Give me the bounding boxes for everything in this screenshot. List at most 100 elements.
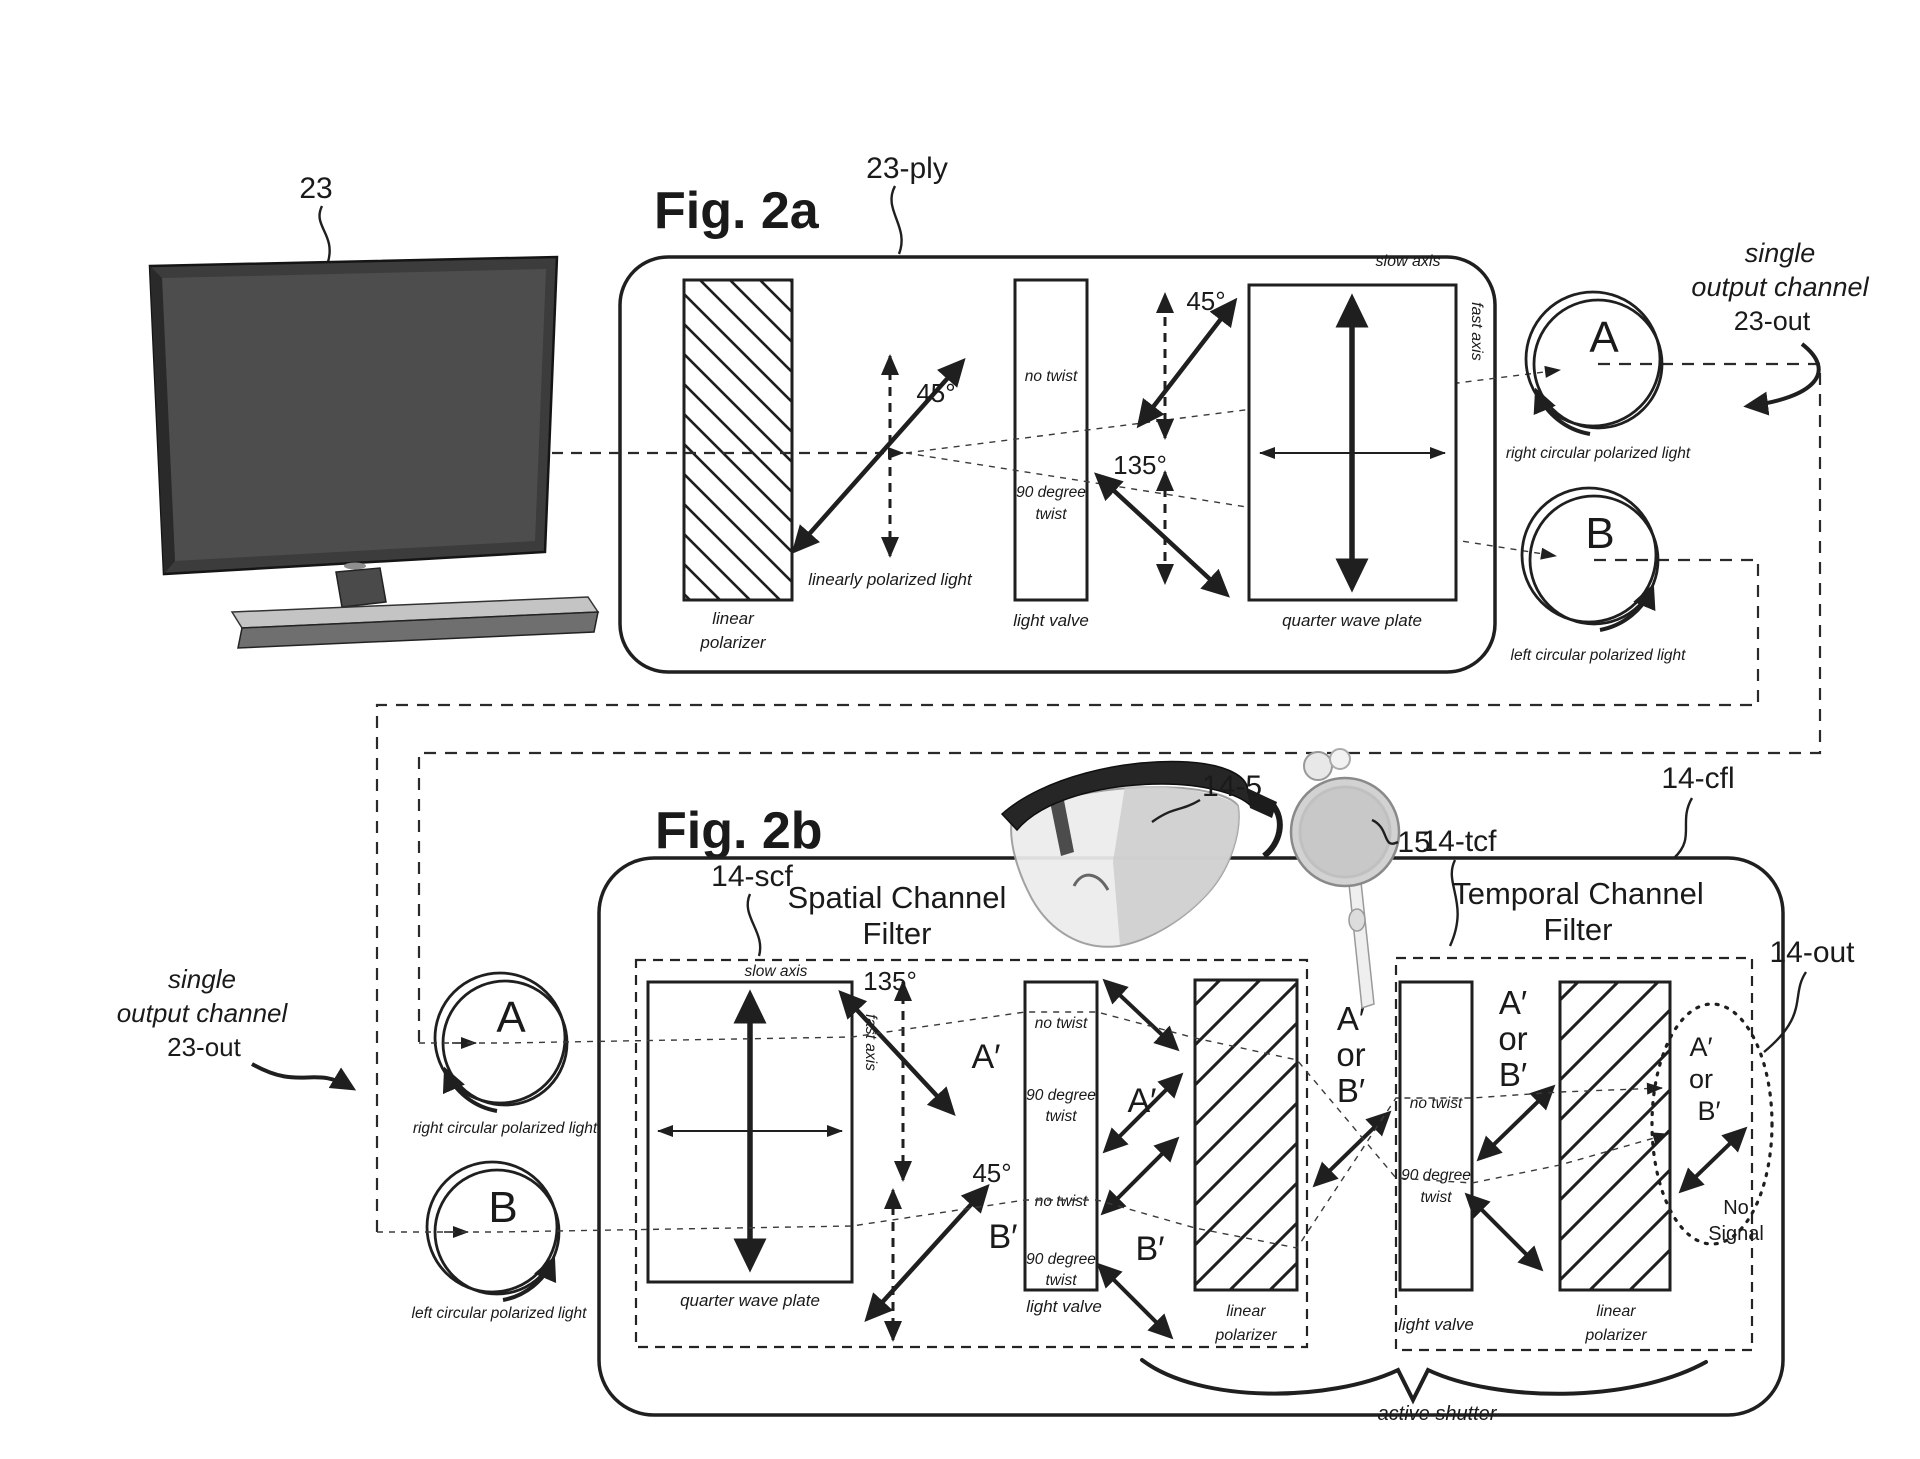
slv-label: light valve <box>1026 1297 1102 1316</box>
leader-23 <box>318 205 331 263</box>
output-channel-routing <box>375 362 1822 1232</box>
fig2a-diagonal-45-arrow-1 <box>791 357 966 555</box>
slp-label-2: polarizer <box>1214 1327 1277 1344</box>
fig2b-spatial-linear-polarizer <box>1193 978 1299 1292</box>
slv-90deg-2a: 90 degree <box>1026 1251 1096 1268</box>
circle-a-letter: A <box>1589 313 1619 362</box>
fig2b-angle-45-label: 45° <box>972 1158 1011 1188</box>
fig2b-angle-135-label: 135° <box>863 966 917 996</box>
slv-no-twist-2: no twist <box>1035 1193 1088 1210</box>
fig2b-b-prime-label-1: B′ <box>988 1218 1017 1256</box>
fig2a-linear-polarizer <box>682 278 794 602</box>
fig2b-temporal-linear-polarizer <box>1558 980 1672 1292</box>
temporal-filter-title-1: Temporal Channel <box>1452 876 1704 911</box>
spatial-filter-group <box>634 958 1309 1349</box>
circle-a2-caption: right circular polarized light <box>413 1120 598 1137</box>
fig2b-single-label: single <box>168 964 236 994</box>
figure-2b: Fig. 2b single output channel 23-out A r… <box>117 748 1855 1425</box>
circle-a2-letter: A <box>496 993 526 1042</box>
channel-b-route <box>375 558 1760 1232</box>
fig2b-a-prime-label-1: A′ <box>971 1038 1000 1076</box>
fig2a-23out-label: 23-out <box>1734 306 1811 336</box>
fig2a-lv-no-twist: no twist <box>1025 368 1078 385</box>
ref-label-14cfl: 14-cfl <box>1661 762 1734 795</box>
circle-b-inner <box>1520 486 1658 624</box>
tv-screen <box>162 269 546 561</box>
circle-b2-inner <box>425 1160 559 1294</box>
fig2a-light-valve <box>1013 278 1089 602</box>
fig2a-angle-45-label-2: 45° <box>1186 286 1225 316</box>
tlv-state-arrow-2 <box>1464 1192 1544 1272</box>
temporal-filter-group <box>1394 956 1754 1352</box>
tlp-label-1: linear <box>1596 1303 1636 1320</box>
ref-label-15: 15 <box>1397 826 1430 859</box>
fig2a-output-a: A right circular polarized light <box>1506 290 1691 462</box>
circle-b-rotation-arrow <box>1599 583 1656 632</box>
fig2b-output-channel-label: output channel <box>117 998 289 1028</box>
display-23-tv <box>148 255 600 649</box>
tlv-state-arrow-1 <box>1476 1084 1556 1162</box>
tlv-label: light valve <box>1398 1315 1474 1334</box>
fig2b-beam-a <box>419 1011 1669 1184</box>
monocle-lens-15 <box>1289 748 1401 1010</box>
fig2a-output-channel-label: output channel <box>1691 272 1869 302</box>
spatial-filter-title-1: Spatial Channel <box>788 880 1007 915</box>
glasses-lens-shade <box>1113 785 1239 945</box>
ref-label-23: 23 <box>299 172 332 205</box>
glasses-right-earpiece <box>1262 802 1283 859</box>
beam-to-a <box>905 365 1561 454</box>
slp-label-1: linear <box>1226 1303 1266 1320</box>
fig2b-input-a: A right circular polarized light <box>413 971 598 1137</box>
ref-label-14-5: 14-5 <box>1202 770 1262 803</box>
slv-90deg-1b: twist <box>1046 1108 1078 1125</box>
fig2b-beam-b <box>377 1082 1663 1249</box>
fig2b-spatial-light-valve <box>1023 980 1099 1292</box>
leader-23ply <box>890 185 903 255</box>
leader-14tcf <box>1448 859 1459 947</box>
fig2a-angle-135-label: 135° <box>1113 450 1167 480</box>
fig2a-23out-pointer <box>1743 342 1821 416</box>
slv-no-twist-1: no twist <box>1035 1015 1088 1032</box>
leader-14cfl <box>1673 797 1694 859</box>
monocle-hinge-1 <box>1303 751 1333 781</box>
gap-a-prime: A′ <box>1337 1000 1365 1037</box>
ref-label-14tcf: 14-tcf <box>1421 825 1497 858</box>
slv-b-prime-label: B′ <box>1135 1230 1164 1268</box>
tv-side-bezel <box>150 266 175 574</box>
fig2b-23out-label: 23-out <box>167 1032 241 1062</box>
channel-a-route <box>417 362 1822 1043</box>
shutter-glasses-14-5 <box>1000 760 1283 948</box>
tlp-label-2: polarizer <box>1584 1327 1647 1344</box>
fig2a-qwp-label: quarter wave plate <box>1282 611 1422 630</box>
gap-b-prime: B′ <box>1337 1072 1365 1109</box>
circle-b2-rotation-arrow <box>502 1255 557 1302</box>
leader-14scf <box>746 893 762 957</box>
tlv-90deg-a: 90 degree <box>1401 1167 1471 1184</box>
gap-or: or <box>1336 1036 1365 1073</box>
tv-base-front <box>237 611 599 649</box>
monocle-hinge-2 <box>1329 748 1351 770</box>
beam-to-b <box>905 452 1557 560</box>
fig2b-diagonal-45-arrow <box>864 1184 990 1322</box>
tcf-or: or <box>1498 1020 1527 1057</box>
circle-b-outer <box>1528 494 1660 626</box>
fig2b-input-b: B left circular polarized light <box>412 1160 588 1322</box>
tv-stand-neck <box>335 567 387 608</box>
fig2a-light-valve-label: light valve <box>1013 611 1089 630</box>
slv-90deg-2b: twist <box>1046 1272 1078 1289</box>
circle-b2-caption: left circular polarized light <box>412 1305 588 1322</box>
output-14-ellipse <box>1650 1002 1774 1246</box>
circle-b-letter: B <box>1585 509 1614 558</box>
active-shutter-label: active shutter <box>1378 1403 1498 1425</box>
fig2b-title: Fig. 2b <box>655 802 823 860</box>
fig2a-linearly-polarized-label: linearly polarized light <box>808 570 973 589</box>
circle-a-outer <box>1532 298 1664 430</box>
tcf-b-prime: B′ <box>1499 1056 1527 1093</box>
fig2a-lv-90deg-2: twist <box>1036 506 1068 523</box>
tlv-90deg-b: twist <box>1421 1189 1453 1206</box>
circle-a-inner <box>1524 290 1662 428</box>
no-signal-label-2: Signal <box>1708 1223 1764 1245</box>
fig2a-single-label: single <box>1745 238 1816 268</box>
circle-b-caption: left circular polarized light <box>1511 647 1687 664</box>
circle-a-rotation-arrow <box>1533 387 1591 436</box>
